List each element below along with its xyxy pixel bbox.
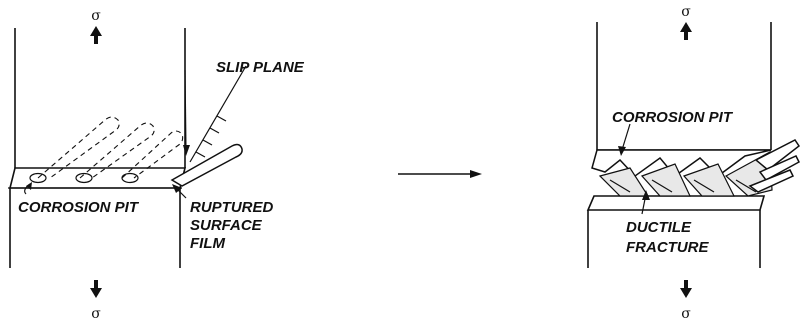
left-stress-bottom: σ [90,280,102,322]
fracture-zone [591,139,801,197]
left-specimen [8,28,187,268]
ruptured-label-line3: FILM [190,235,225,252]
sigma-top-right: σ [681,4,691,20]
sigma-bottom-right: σ [681,306,691,322]
right-stress-top: σ [680,4,692,40]
left-stress-top: σ [90,8,102,44]
left-leaders [24,69,190,199]
slip-bands [37,116,184,179]
arrow-down-icon [90,280,102,298]
arrow-up-icon [680,22,692,40]
ductile-label-line1: DUCTILE [626,219,692,236]
ruptured-label-line1: RUPTURED [190,199,274,216]
progression-arrow [398,170,482,178]
arrow-up-icon [90,26,102,44]
arrow-down-icon [680,280,692,298]
ductile-label-line2: FRACTURE [626,239,709,256]
slip-plane-label: SLIP PLANE [216,59,305,76]
ruptured-label-line2: SURFACE [190,217,263,234]
right-leaders [618,123,650,215]
sigma-bottom-left: σ [91,306,101,322]
right-stress-bottom: σ [680,280,692,322]
arrow-right-icon [470,170,482,178]
slip-plane-line [189,65,247,163]
corrosion-pits [29,172,139,184]
ruptured-film-flap [170,143,243,187]
corrosion-pit-label-right: CORROSION PIT [612,109,734,126]
sigma-top-left: σ [91,8,101,24]
corrosion-pit-label-left: CORROSION PIT [18,199,140,216]
